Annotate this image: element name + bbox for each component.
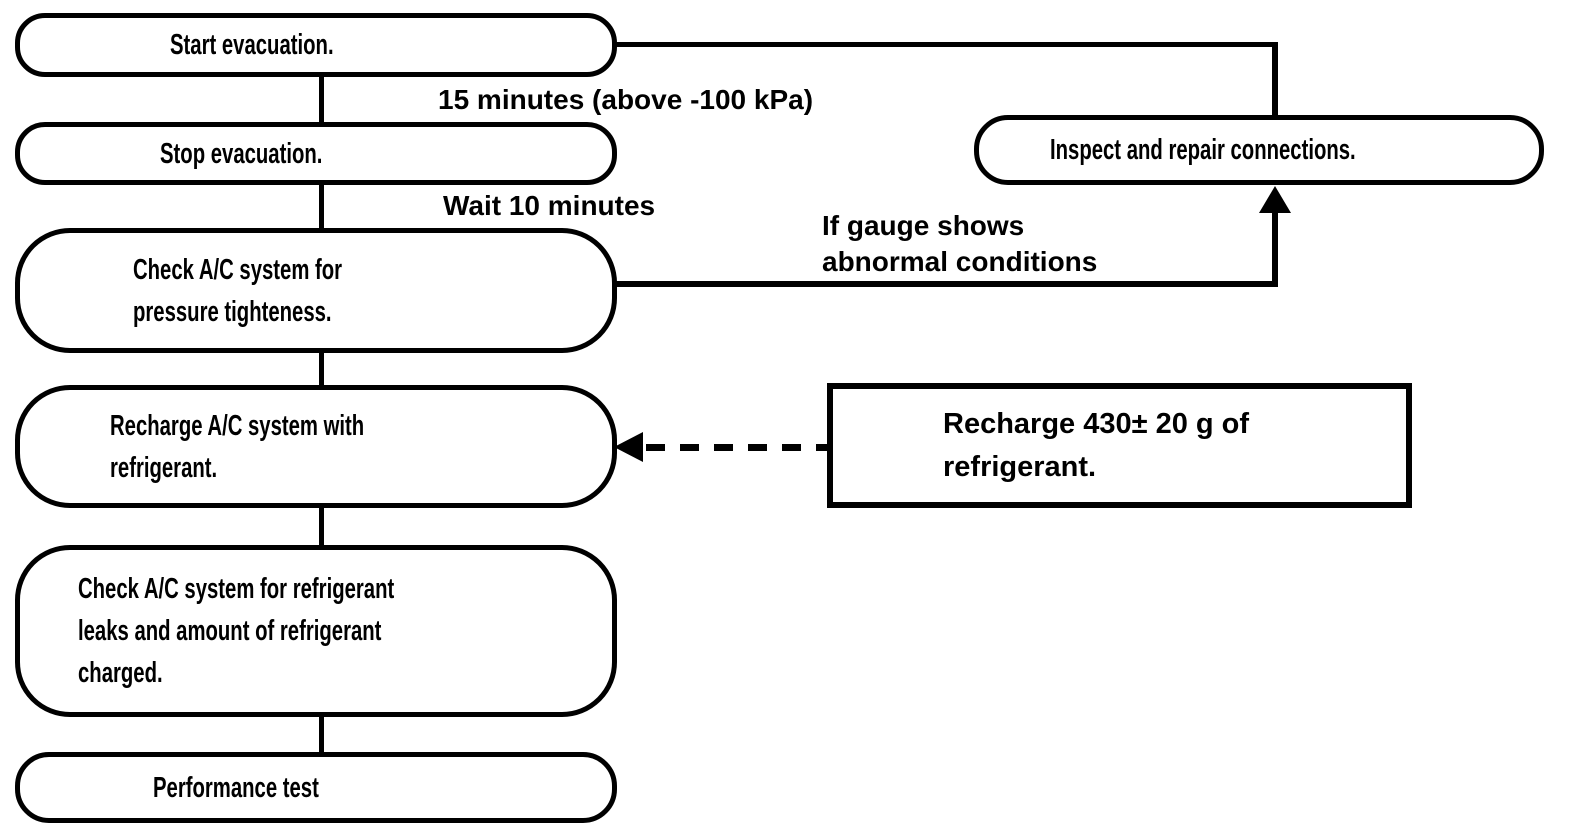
- node-check-pressure: Check A/C system for pressure tighteness…: [15, 228, 617, 353]
- node-recharge-amount-note-line-2: refrigerant.: [943, 450, 1097, 483]
- node-recharge-amount-note: Recharge 430± 20 g of refrigerant.: [827, 383, 1412, 508]
- node-recharge-refrigerant-line-2: refrigerant.: [110, 451, 218, 484]
- node-check-pressure-line-1: Check A/C system for: [133, 253, 343, 286]
- arrowhead-left-icon: [614, 432, 643, 462]
- connector-start-to-inspect-horizontal: [610, 42, 1278, 47]
- node-start-evacuation: Start evacuation.: [15, 13, 617, 77]
- edge-label-wait: Wait 10 minutes: [443, 190, 656, 221]
- node-check-leaks-line-2: leaks and amount of refrigerant: [78, 615, 382, 647]
- edge-label-gauge-condition-line-2: abnormal conditions: [822, 246, 1098, 277]
- node-stop-evacuation: Stop evacuation.: [15, 122, 617, 185]
- connector-check-leaks-to-performance: [319, 715, 324, 754]
- node-check-leaks: Check A/C system for refrigerant leaks a…: [15, 545, 617, 717]
- node-recharge-refrigerant: Recharge A/C system with refrigerant.: [15, 385, 617, 508]
- node-start-evacuation-label: Start evacuation.: [170, 29, 334, 61]
- node-check-leaks-line-3: charged.: [78, 657, 163, 689]
- connector-stop-to-check-pressure: [319, 183, 324, 230]
- connector-start-to-inspect-vertical: [1272, 42, 1278, 117]
- connector-check-pressure-to-inspect-vertical: [1272, 206, 1278, 283]
- node-check-pressure-line-2: pressure tighteness.: [133, 295, 332, 328]
- edge-label-gauge-condition: If gauge shows abnormal conditions: [822, 208, 1097, 280]
- connector-start-to-stop: [319, 75, 324, 124]
- node-recharge-amount-note-line-1: Recharge 430± 20 g of: [943, 407, 1250, 440]
- node-check-leaks-line-1: Check A/C system for refrigerant: [78, 573, 395, 605]
- node-recharge-refrigerant-line-1: Recharge A/C system with: [110, 409, 365, 442]
- node-performance-test-label: Performance test: [153, 771, 319, 804]
- connector-check-pressure-to-recharge: [319, 351, 324, 387]
- edge-label-evacuation-time: 15 minutes (above -100 kPa): [438, 84, 814, 115]
- node-stop-evacuation-label: Stop evacuation.: [160, 137, 323, 170]
- edge-label-gauge-condition-line-1: If gauge shows: [822, 210, 1025, 241]
- arrowhead-up-icon: [1259, 186, 1291, 213]
- dashed-connector-note-to-recharge: [646, 444, 827, 451]
- connector-recharge-to-check-leaks: [319, 506, 324, 547]
- node-inspect-repair-label: Inspect and repair connections.: [1050, 134, 1356, 166]
- node-performance-test: Performance test: [15, 752, 617, 823]
- connector-check-pressure-to-inspect-horizontal: [600, 281, 1278, 287]
- node-inspect-repair: Inspect and repair connections.: [974, 115, 1544, 185]
